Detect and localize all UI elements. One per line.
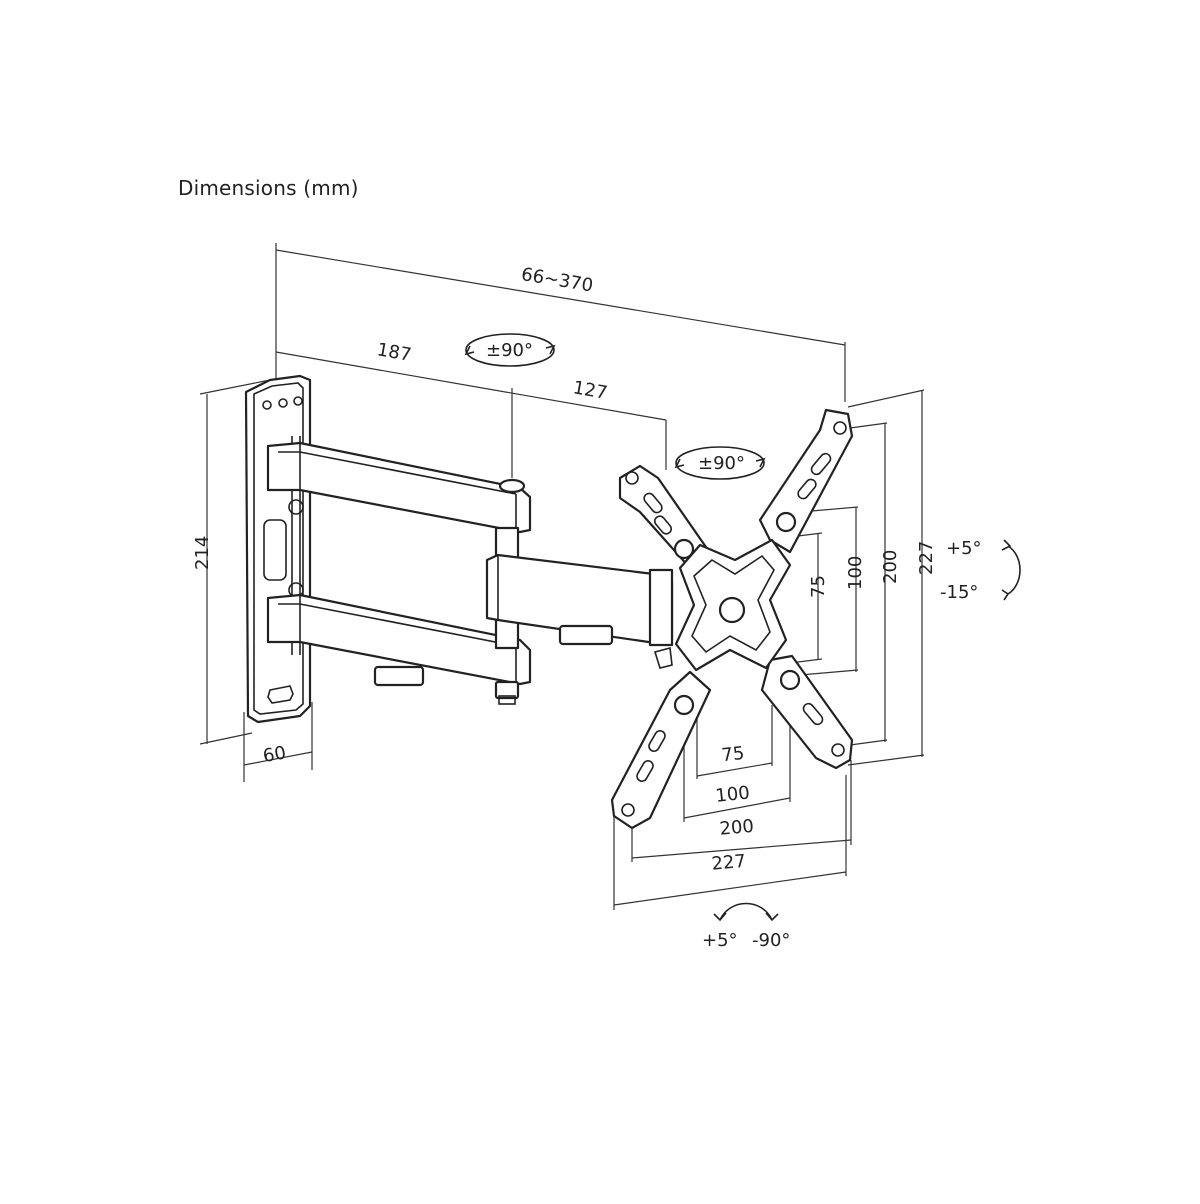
label-vesa-v-200: 200 — [880, 550, 901, 584]
page-title: Dimensions (mm) — [178, 176, 359, 200]
label-vesa-h-227: 227 — [711, 851, 747, 875]
rotation-labels: ±90° ±90° +5° -15° +5° -90° — [486, 340, 982, 951]
label-vesa-v-100: 100 — [845, 556, 866, 590]
rotation-arrow-icon — [675, 446, 765, 480]
label-rotate-right: -90° — [752, 930, 790, 951]
rotation-arrow-icon — [465, 333, 555, 367]
swivel-arm-indicator — [464, 333, 556, 367]
label-overall-reach: 66~370 — [520, 264, 595, 297]
rotate-indicator — [713, 902, 779, 922]
label-vesa-h-100: 100 — [714, 782, 750, 806]
wall-plate — [244, 374, 312, 724]
vesa-plate — [610, 408, 854, 830]
rotate-arrow-icon — [719, 902, 773, 921]
label-vesa-v-75: 75 — [808, 575, 829, 598]
label-vesa-v-227: 227 — [916, 541, 937, 575]
label-swivel-head: ±90° — [698, 453, 745, 474]
extension-arm — [485, 553, 674, 669]
tilt-arrow-icon — [1007, 545, 1021, 595]
dimension-lines — [199, 243, 925, 910]
label-tilt-down: -15° — [940, 582, 978, 603]
upper-arm — [266, 441, 532, 534]
tilt-indicator — [1001, 539, 1021, 601]
label-wall-plate-height: 214 — [192, 536, 213, 570]
label-tilt-up: +5° — [946, 538, 982, 559]
label-swivel-arm: ±90° — [486, 340, 533, 361]
label-rotate-left: +5° — [702, 930, 738, 951]
swivel-head-indicator — [674, 446, 766, 480]
label-vesa-h-75: 75 — [720, 743, 745, 766]
label-wall-plate-width: 60 — [261, 742, 287, 767]
label-vesa-h-200: 200 — [719, 816, 755, 840]
lower-arm — [266, 593, 532, 705]
label-arm-1: 187 — [375, 339, 412, 366]
label-arm-2: 127 — [571, 377, 608, 404]
